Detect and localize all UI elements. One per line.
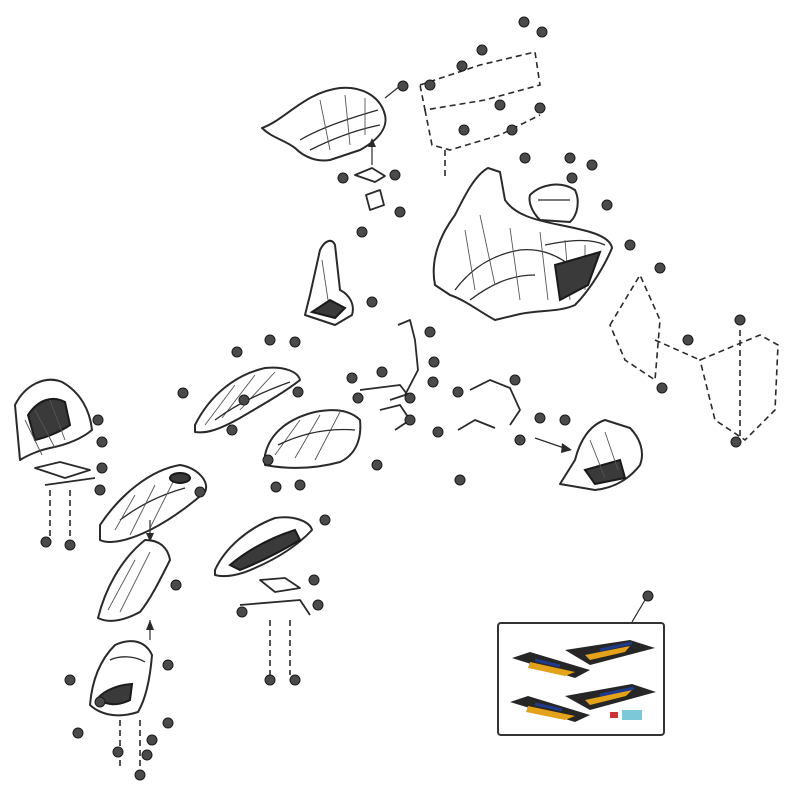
rear-grab-bracket bbox=[528, 183, 579, 223]
rear-fender bbox=[432, 167, 613, 321]
footrest-guard bbox=[264, 409, 362, 469]
frame-bracket bbox=[359, 319, 521, 431]
headlight-cover bbox=[89, 620, 154, 770]
decal-sheet bbox=[497, 599, 665, 736]
front-guard bbox=[214, 516, 313, 675]
right-side-panel bbox=[609, 273, 779, 442]
left-front-fender bbox=[14, 378, 93, 461]
seat bbox=[261, 86, 387, 162]
callout-markers bbox=[40, 16, 746, 781]
left-fender-bracket bbox=[34, 461, 96, 540]
air-duct bbox=[304, 239, 354, 326]
tank-cover bbox=[99, 464, 208, 543]
seat-bracket bbox=[354, 138, 386, 211]
right-footrest-guard bbox=[534, 419, 643, 491]
tank-cover-lower bbox=[97, 520, 171, 622]
